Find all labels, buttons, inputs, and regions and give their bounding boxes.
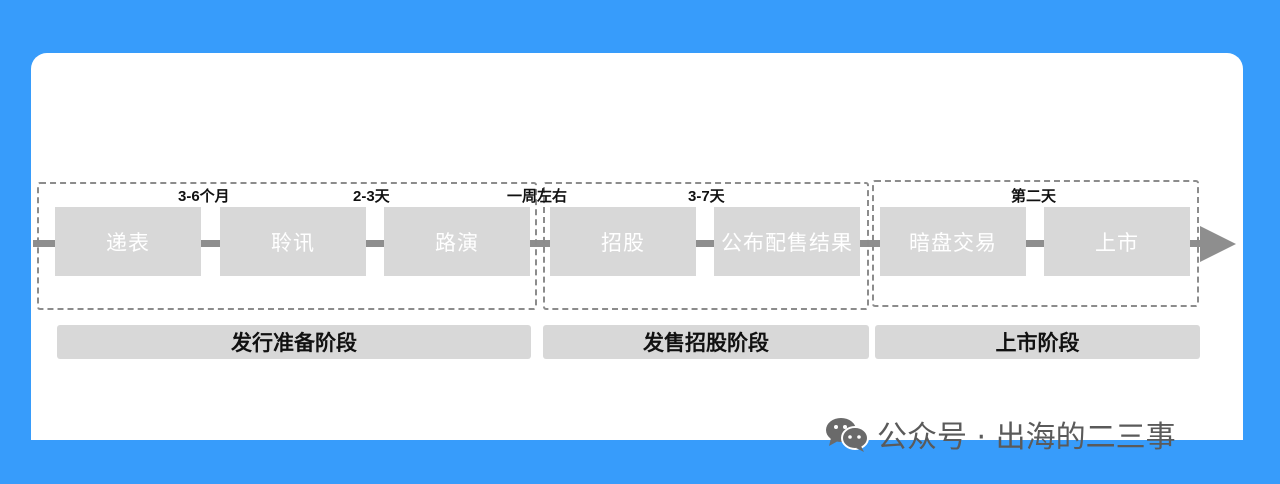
step-roadshow: 路演 xyxy=(384,207,530,276)
step-subscription: 招股 xyxy=(550,207,696,276)
step-grey-market: 暗盘交易 xyxy=(880,207,1026,276)
watermark-text: 公众号 · 出海的二三事 xyxy=(877,420,1176,455)
phase-issuance-prep: 发行准备阶段 xyxy=(57,325,531,359)
step-filing: 递表 xyxy=(55,207,201,276)
timeline-arrow-icon xyxy=(1200,226,1236,262)
duration-label: 第二天 xyxy=(1011,188,1057,205)
group-offering xyxy=(543,182,869,310)
step-allotment-results: 公布配售结果 xyxy=(714,207,860,276)
duration-label: 一周左右 xyxy=(507,188,568,205)
wechat-icon xyxy=(825,416,869,452)
step-hearing: 聆讯 xyxy=(220,207,366,276)
watermark: 公众号 · 出海的二三事 xyxy=(825,412,1176,456)
phase-listing: 上市阶段 xyxy=(875,325,1200,359)
phase-offering: 发售招股阶段 xyxy=(543,325,869,359)
group-listing xyxy=(872,180,1199,307)
duration-label: 3-6个月 xyxy=(178,188,230,205)
step-listing: 上市 xyxy=(1044,207,1190,276)
duration-label: 3-7天 xyxy=(688,188,725,205)
duration-label: 2-3天 xyxy=(353,188,390,205)
group-issuance-prep xyxy=(37,182,537,310)
